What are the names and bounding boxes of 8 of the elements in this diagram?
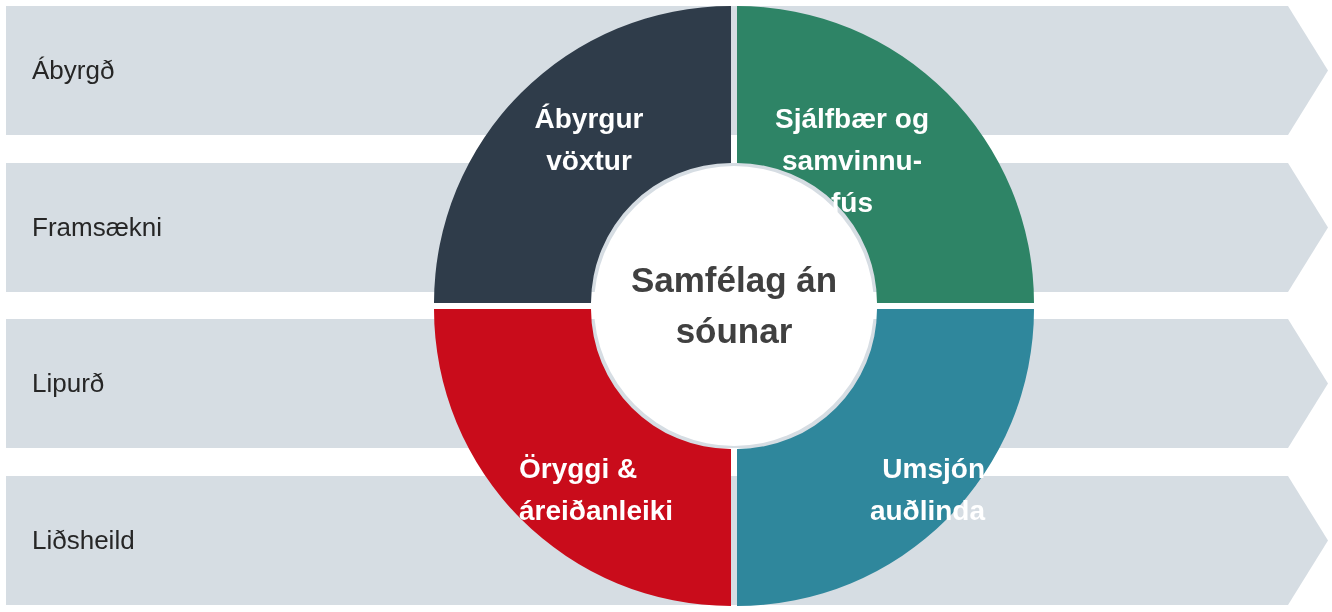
band-label: Framsækni xyxy=(32,212,162,242)
band-label: Liðsheild xyxy=(32,525,135,555)
segment-label: Öryggi & áreiðanleiki xyxy=(519,452,675,528)
band-label: Ábyrgð xyxy=(32,55,115,85)
band-label: Lipurð xyxy=(32,368,105,398)
segment-label: Sjálfbær og samvinnu-fús xyxy=(774,102,930,220)
center-label: Samfélag án sóunar xyxy=(629,259,839,352)
segment-label: Ábyrgur vöxtur xyxy=(533,102,645,178)
